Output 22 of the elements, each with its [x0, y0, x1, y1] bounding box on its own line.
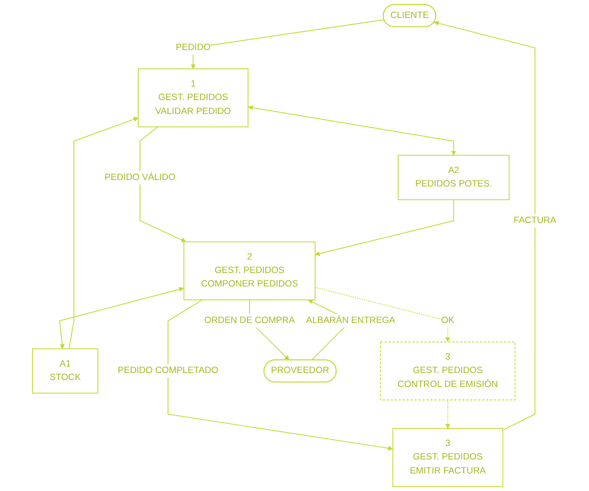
node-box: 1 GEST. PEDIDOS VALIDAR PEDIDO — [138, 68, 249, 128]
arrow — [140, 126, 186, 242]
edge-label: PEDIDO VÁLIDO — [104, 172, 176, 182]
node-box: 3 GEST. PEDIDOS CONTROL DE EMISIÓN — [380, 342, 516, 400]
arrow — [68, 116, 139, 350]
arrow — [434, 20, 536, 431]
edge-label: PEDIDO — [176, 42, 211, 52]
arrow — [59, 286, 184, 349]
edge-label: PEDIDO COMPLETADO — [118, 366, 218, 376]
arrow — [315, 199, 454, 256]
edge-label: OK — [441, 316, 455, 326]
node-box: 3 GEST. PEDIDOS EMITIR FACTURA — [392, 428, 504, 487]
arrow — [190, 19, 385, 70]
edge-label: FACTURA — [514, 216, 556, 226]
arrow — [314, 286, 450, 342]
edge-label: ORDEN DE COMPRA — [204, 316, 295, 326]
edge-label: ALBARÁN ENTREGA — [306, 316, 396, 326]
arrow — [248, 105, 456, 156]
node-box: A1 STOCK — [32, 348, 98, 394]
arrow — [445, 400, 450, 429]
node-box: 2 GEST. PEDIDOS COMPONER PEDIDOS — [184, 241, 316, 300]
node-box: A2 PEDIDOS POTES. — [398, 154, 510, 200]
